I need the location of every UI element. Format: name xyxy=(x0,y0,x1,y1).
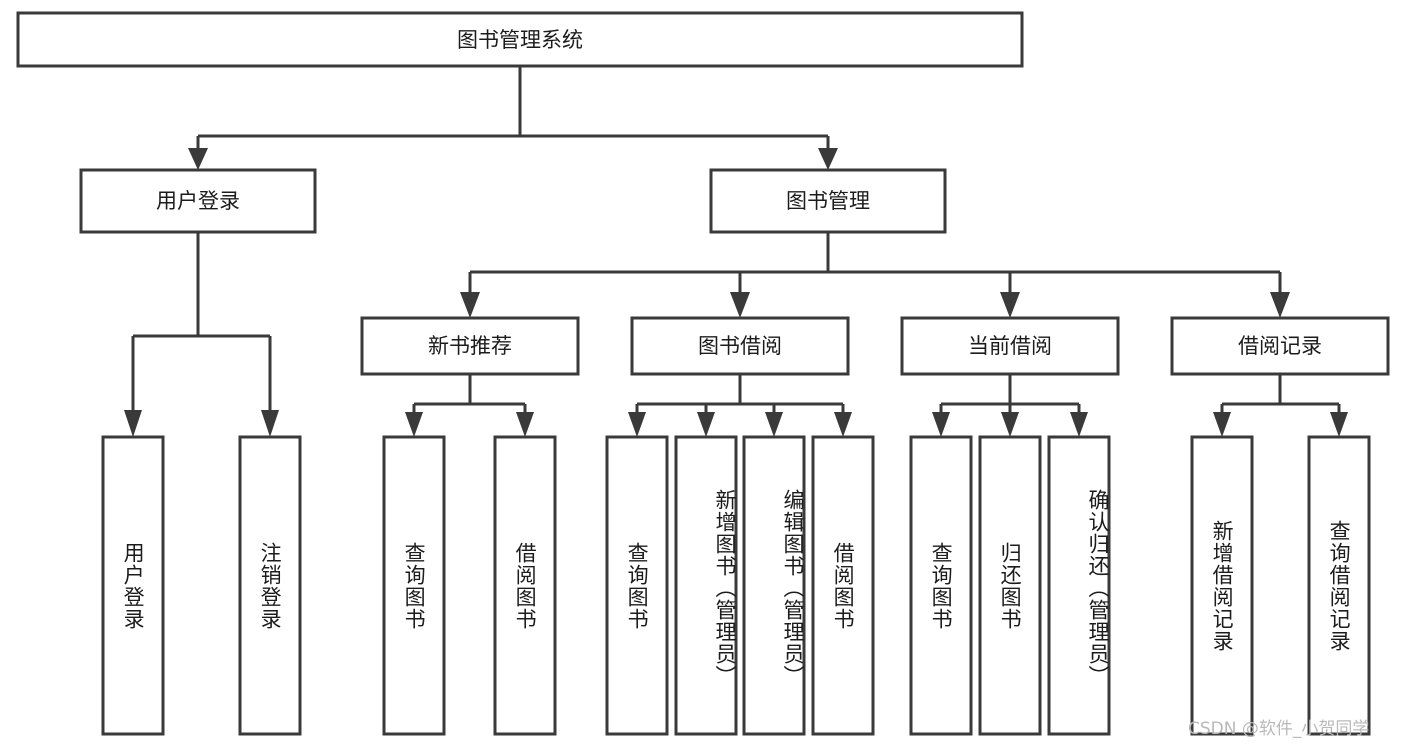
node-book-manage-label: 图书管理 xyxy=(786,189,870,213)
arrowhead-leaf-logout xyxy=(261,410,279,437)
leaf-box-edit-book[interactable] xyxy=(742,435,806,736)
leaf-box-borrow-book-2[interactable] xyxy=(811,435,875,736)
arrowhead-leaf-confirm-return xyxy=(1070,412,1088,437)
arrowhead-book-manage xyxy=(818,148,838,170)
node-current-borrow[interactable]: 当前借阅 xyxy=(900,316,1120,376)
arrowhead-new-book-recommend xyxy=(460,292,480,318)
leaf-box-borrow-book-1[interactable] xyxy=(493,435,557,736)
arrowhead-leaf-add-record xyxy=(1213,412,1231,437)
node-root-box[interactable] xyxy=(16,11,1024,68)
leaf-box-query-record[interactable] xyxy=(1307,435,1371,736)
node-user-login[interactable]: 用户登录 xyxy=(79,168,317,234)
node-book-manage[interactable]: 图书管理 xyxy=(709,168,947,234)
leaf-box-query-book-2[interactable] xyxy=(605,435,669,736)
arrowhead-borrow-record xyxy=(1270,292,1290,318)
arrowhead-leaf-borrow-book-1 xyxy=(516,412,534,437)
node-new-book-recommend-box[interactable] xyxy=(360,316,580,376)
node-borrow-record[interactable]: 借阅记录 xyxy=(1170,316,1390,376)
edge-group xyxy=(124,66,1348,437)
leaf-box-confirm-return[interactable] xyxy=(1047,435,1111,736)
leaf-box-return-book[interactable] xyxy=(978,435,1042,736)
leaf-box-add-record[interactable] xyxy=(1190,435,1254,736)
node-new-book-recommend-label: 新书推荐 xyxy=(428,334,512,358)
arrowhead-leaf-query-book-3 xyxy=(932,412,950,437)
node-root-label: 图书管理系统 xyxy=(457,28,583,52)
arrowhead-leaf-query-book-1 xyxy=(405,412,423,437)
node-book-borrow-label: 图书借阅 xyxy=(698,334,782,358)
node-book-borrow[interactable]: 图书借阅 xyxy=(630,316,850,376)
leaf-box-query-book-1[interactable] xyxy=(382,435,446,736)
arrowhead-leaf-user-login xyxy=(124,410,142,437)
arrowhead-leaf-query-book-2 xyxy=(628,412,646,437)
node-current-borrow-box[interactable] xyxy=(900,316,1120,376)
node-user-login-box[interactable] xyxy=(79,168,317,234)
arrowhead-user-login xyxy=(188,148,208,170)
arrowhead-leaf-borrow-book-2 xyxy=(834,412,852,437)
node-root[interactable]: 图书管理系统 xyxy=(16,11,1024,68)
leaf-box-query-book-3[interactable] xyxy=(909,435,973,736)
arrowhead-book-borrow xyxy=(730,292,750,318)
node-current-borrow-label: 当前借阅 xyxy=(968,334,1052,358)
node-borrow-record-label: 借阅记录 xyxy=(1238,334,1322,358)
arrowhead-leaf-edit-book xyxy=(765,412,783,437)
leaf-box-logout[interactable] xyxy=(238,435,302,736)
node-new-book-recommend[interactable]: 新书推荐 xyxy=(360,316,580,376)
arrowhead-leaf-query-record xyxy=(1330,412,1348,437)
arrowhead-leaf-add-book xyxy=(697,412,715,437)
node-book-borrow-box[interactable] xyxy=(630,316,850,376)
leaf-box-group xyxy=(101,435,1371,736)
arrowhead-current-borrow xyxy=(1000,292,1020,318)
leaf-box-user-login[interactable] xyxy=(101,435,165,736)
node-book-manage-box[interactable] xyxy=(709,168,947,234)
node-borrow-record-box[interactable] xyxy=(1170,316,1390,376)
arrowhead-leaf-return-book xyxy=(1001,412,1019,437)
leaf-box-add-book[interactable] xyxy=(674,435,738,736)
node-user-login-label: 用户登录 xyxy=(156,189,240,213)
